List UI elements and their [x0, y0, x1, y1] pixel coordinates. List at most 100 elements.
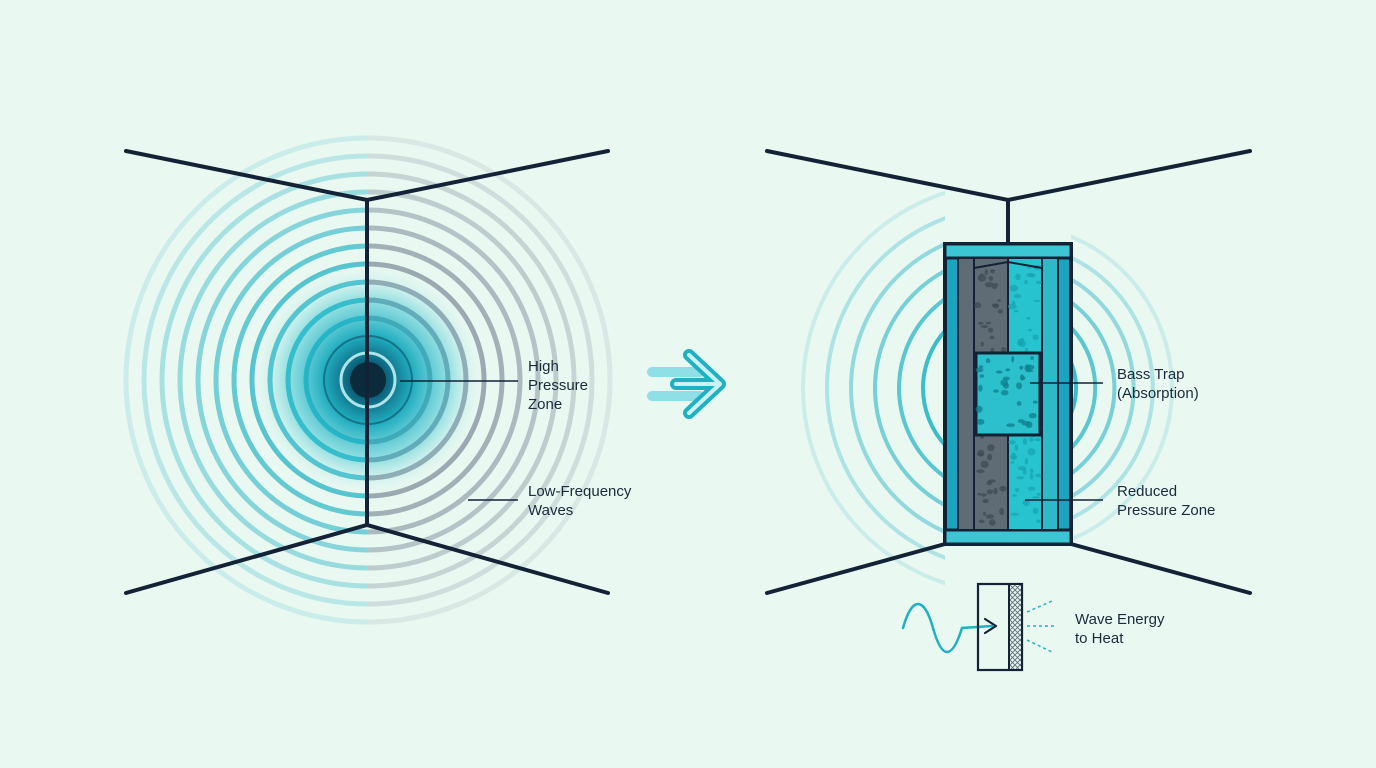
label-high-pressure-zone: High Pressure Zone	[528, 358, 589, 413]
foam-pore	[987, 444, 995, 452]
wave-ring	[367, 189, 559, 571]
foam-pore	[1030, 356, 1034, 360]
foam-pore	[1027, 486, 1036, 491]
foam-pore	[977, 492, 981, 496]
foam-pore	[997, 309, 1003, 314]
wave-ring	[195, 207, 367, 553]
foam-pore	[988, 519, 996, 526]
right-room-corner	[765, 149, 1252, 672]
foam-pore	[1016, 401, 1022, 406]
foam-pore	[985, 358, 991, 364]
foam-pore	[1005, 368, 1011, 372]
foam-pore	[975, 405, 983, 413]
foam-pore	[993, 487, 998, 495]
foam-pore	[1014, 488, 1020, 492]
foam-pore	[978, 384, 983, 392]
foam-pore	[1028, 413, 1037, 419]
wave-ring	[177, 189, 367, 571]
foam-pore	[1008, 303, 1017, 310]
foam-pore	[1024, 280, 1028, 285]
foam-pore	[987, 453, 993, 461]
room-edges	[124, 149, 610, 595]
foam-pore	[985, 321, 991, 325]
floor-edge	[765, 542, 947, 595]
wave-ring	[897, 296, 945, 480]
wave-ring	[1071, 277, 1136, 499]
foam-pore	[1012, 494, 1017, 497]
foam-pore	[1010, 461, 1015, 464]
foam-pore	[979, 374, 985, 378]
foam-pore	[1009, 284, 1018, 292]
label-bass-trap: Bass Trap (Absorption)	[1117, 366, 1199, 402]
foam-pore	[991, 286, 998, 289]
foam-pore	[995, 370, 1003, 374]
room-edges	[765, 149, 1252, 595]
wave-ring	[231, 243, 367, 517]
attenuated-waves-left	[801, 190, 945, 586]
trap-fold	[973, 260, 1043, 269]
foam-pore	[979, 519, 985, 524]
foam-pore	[1014, 444, 1019, 451]
foam-pore	[980, 341, 984, 347]
wave-ring	[873, 268, 945, 508]
wave-ring	[141, 153, 367, 607]
foam-pore	[980, 325, 989, 328]
trap-cap-bottom	[943, 528, 1073, 546]
foam-pore	[1016, 382, 1023, 390]
foam-pore	[1017, 419, 1025, 424]
wave-ring	[1071, 234, 1174, 542]
foam-pore	[1000, 379, 1008, 386]
foam-pore	[976, 469, 985, 474]
foam-pore	[1032, 496, 1040, 499]
foam-pore	[1032, 334, 1039, 340]
foam-pore	[1034, 438, 1042, 442]
foam-pore	[1010, 452, 1017, 461]
attenuated-waves-right	[1071, 234, 1174, 542]
foam-pore	[1022, 438, 1028, 445]
wave-ring	[921, 328, 945, 448]
foam-pore	[1010, 512, 1019, 516]
foam-pore	[980, 460, 989, 468]
foam-pore	[1026, 317, 1031, 320]
wave-ring	[825, 216, 945, 560]
floor-edge	[1069, 542, 1252, 595]
foam-pore	[1019, 365, 1024, 370]
foam-pore	[987, 327, 994, 333]
foam-pore	[984, 282, 994, 288]
foam-pore	[983, 511, 986, 516]
wave-ring	[1071, 357, 1078, 419]
foam-pore	[1029, 472, 1034, 480]
foam-pore	[1032, 507, 1039, 515]
foam-pore	[977, 449, 985, 457]
foam-pore	[1016, 476, 1025, 480]
foam-pore	[988, 276, 994, 281]
foam-pore	[1035, 473, 1042, 478]
wave-ring	[367, 135, 613, 625]
wave-ring	[1071, 255, 1155, 521]
wave-ring	[801, 190, 945, 586]
foam-pore	[1015, 273, 1021, 281]
ceiling-edge	[765, 149, 1252, 203]
foam-pore	[1008, 440, 1016, 445]
foam-pore	[1011, 356, 1015, 363]
foam-pore	[1000, 347, 1007, 352]
foam-pore	[975, 367, 984, 373]
wave-to-heat-icon	[901, 582, 1054, 672]
wave-ring	[159, 171, 367, 589]
foam-pore	[986, 489, 994, 495]
foam-pore	[1029, 273, 1036, 278]
foam-pore	[1022, 499, 1030, 506]
foam-pore	[1032, 400, 1038, 404]
foam-pore	[984, 269, 988, 276]
foam-pore	[999, 485, 1007, 492]
foam-pore	[989, 335, 995, 340]
foam-pore	[993, 389, 999, 393]
trap-side-left	[957, 257, 975, 531]
foam-pore	[980, 493, 987, 497]
label-wave-energy-to-heat: Wave Energy to Heat	[1075, 611, 1165, 647]
foam-pore	[997, 299, 1002, 302]
foam-pore	[976, 418, 985, 425]
foam-pore	[1006, 423, 1015, 428]
foam-pore	[985, 514, 994, 519]
foam-pore	[980, 273, 984, 277]
